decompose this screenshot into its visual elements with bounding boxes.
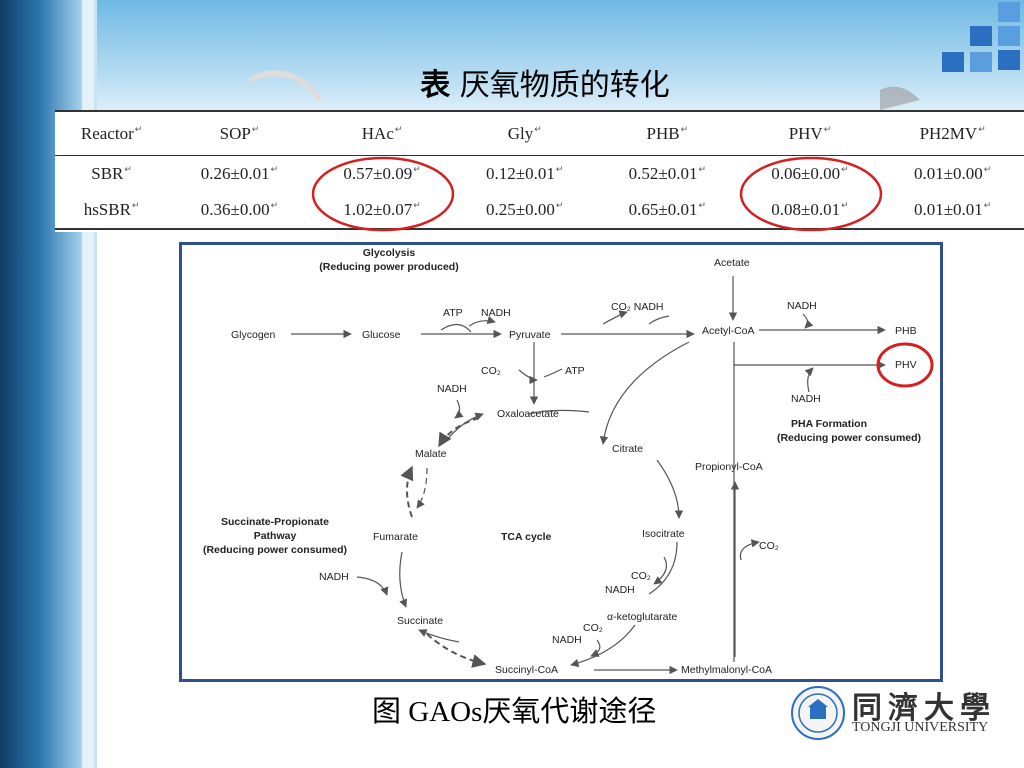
- title-bold: 表: [420, 68, 451, 103]
- node-succinyl-coa: Succinyl-CoA: [495, 664, 558, 676]
- label-co2: CO₂: [583, 622, 603, 634]
- label-nadh: NADH: [605, 584, 635, 596]
- cell-sop: 0.36±0.00↵: [168, 192, 311, 230]
- label-glycolysis: Glycolysis: [363, 247, 416, 259]
- tongji-logo: 同濟大學 TONGJI UNIVERSITY: [790, 683, 1010, 743]
- table-row: hsSBR↵ 0.36±0.00↵ 1.02±0.07↵ 0.25±0.00↵ …: [55, 192, 1024, 230]
- cell-phb: 0.65±0.01↵: [596, 192, 739, 230]
- data-table: Reactor↵ SOP↵ HAc↵ Gly↵ PHB↵ PHV↵ PH2MV↵…: [55, 110, 1024, 230]
- cell-phv: 0.06±0.00↵: [771, 164, 849, 183]
- col-phb: PHB↵: [596, 110, 739, 156]
- col-reactor: Reactor↵: [55, 110, 169, 156]
- label-co2: CO₂: [481, 365, 501, 377]
- label-nadh: NADH: [791, 393, 821, 405]
- table-row: SBR↵ 0.26±0.01↵ 0.57±0.09↵ 0.12±0.01↵ 0.…: [55, 156, 1024, 193]
- highlight-circle-phv-diagram: [876, 342, 934, 388]
- cell-phv: 0.08±0.01↵: [738, 192, 882, 230]
- cell-reactor: hsSBR↵: [55, 192, 169, 230]
- figure-caption: 图 GAOs厌氧代谢途径: [372, 696, 657, 728]
- cell-phb: 0.52±0.01↵: [628, 164, 707, 183]
- label-pha-sub: (Reducing power consumed): [777, 432, 921, 444]
- university-seal-icon: [791, 686, 845, 740]
- col-ph2mv: PH2MV↵: [881, 110, 1024, 156]
- node-citrate: Citrate: [612, 443, 643, 455]
- label-co2: CO₂: [631, 570, 651, 582]
- pathway-arrows: [291, 276, 886, 675]
- label-co2: CO₂: [759, 540, 779, 552]
- label-sp-sub: (Reducing power consumed): [203, 544, 347, 556]
- anaerobic-transformation-table: Reactor↵ SOP↵ HAc↵ Gly↵ PHB↵ PHV↵ PH2MV↵…: [55, 110, 1024, 232]
- cell-sop: 0.26±0.01↵: [200, 164, 279, 183]
- node-ketoglutarate: α-ketoglutarate: [607, 611, 677, 623]
- label-nadh: NADH: [481, 307, 511, 319]
- table-header-row: Reactor↵ SOP↵ HAc↵ Gly↵ PHB↵ PHV↵ PH2MV↵: [55, 110, 1024, 156]
- logo-chinese-name: 同濟大學: [852, 691, 996, 726]
- label-tca-cycle: TCA cycle: [501, 531, 552, 543]
- node-propionyl-coa: Propionyl-CoA: [695, 461, 763, 473]
- cell-ph2mv: 0.01±0.01↵: [881, 192, 1024, 230]
- label-atp: ATP: [443, 307, 463, 319]
- gaos-pathway-diagram: Glycolysis (Reducing power produced) Gly…: [179, 242, 943, 682]
- node-glucose: Glucose: [362, 329, 401, 341]
- corner-squares: [942, 2, 1020, 72]
- node-fumarate: Fumarate: [373, 531, 418, 543]
- label-nadh: NADH: [787, 300, 817, 312]
- label-co2-nadh: CO₂ NADH: [611, 301, 664, 313]
- node-pyruvate: Pyruvate: [509, 329, 551, 341]
- col-hac: HAc↵: [310, 110, 454, 156]
- slide-title: 表 厌氧物质的转化: [0, 60, 1024, 104]
- cell-hac: 0.57±0.09↵: [343, 164, 421, 183]
- node-isocitrate: Isocitrate: [642, 528, 685, 540]
- node-succinate: Succinate: [397, 615, 443, 627]
- node-phv: PHV: [895, 359, 917, 371]
- label-nadh: NADH: [319, 571, 349, 583]
- cell-gly: 0.25±0.00↵: [453, 192, 597, 230]
- col-phv: PHV↵: [738, 110, 882, 156]
- cell-ph2mv: 0.01±0.00↵: [913, 164, 992, 183]
- node-oxaloacetate: Oxaloacetate: [497, 408, 559, 420]
- label-pha-formation: PHA Formation: [791, 418, 867, 430]
- col-sop: SOP↵: [168, 110, 311, 156]
- diagram-frame: [179, 242, 943, 682]
- node-acetate: Acetate: [714, 257, 750, 269]
- col-gly: Gly↵: [453, 110, 597, 156]
- cell-reactor: SBR↵: [91, 164, 132, 183]
- label-nadh: NADH: [437, 383, 467, 395]
- label-nadh: NADH: [552, 634, 582, 646]
- logo-english-name: TONGJI UNIVERSITY: [852, 720, 989, 735]
- node-acetyl-coa: Acetyl-CoA: [702, 325, 755, 337]
- label-glycolysis-sub: (Reducing power produced): [319, 261, 458, 273]
- label-atp: ATP: [565, 365, 585, 377]
- node-malate: Malate: [415, 448, 447, 460]
- node-glycogen: Glycogen: [231, 329, 276, 341]
- cell-hac: 1.02±0.07↵: [310, 192, 454, 230]
- node-methylmalonyl-coa: Methylmalonyl-CoA: [681, 664, 772, 676]
- node-phb: PHB: [895, 325, 917, 337]
- title-rest: 厌氧物质的转化: [459, 68, 670, 103]
- label-succinate-propionate: Succinate-Propionate: [221, 516, 329, 528]
- label-sp-pathway: Pathway: [254, 530, 297, 542]
- cell-gly: 0.12±0.01↵: [486, 164, 564, 183]
